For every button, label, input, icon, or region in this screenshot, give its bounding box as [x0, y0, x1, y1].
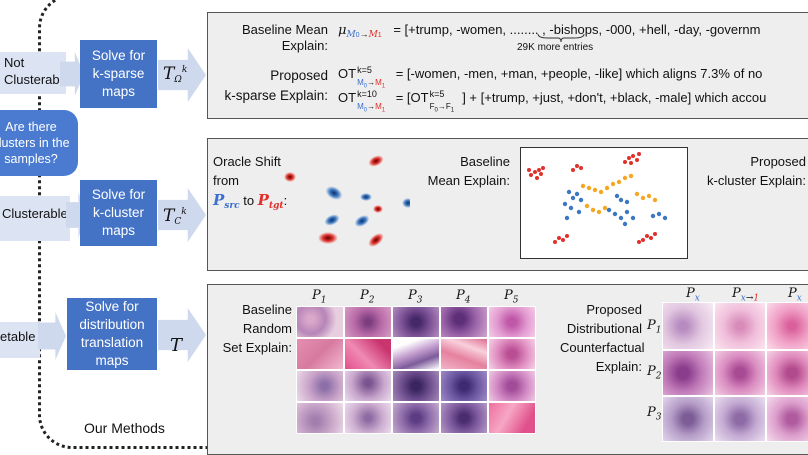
k-sparse-method-text: Solve for k-sparse maps [91, 48, 146, 99]
distribution-translation-method-box: Solve for distribution translation maps [67, 298, 157, 370]
scatter-points [527, 152, 668, 244]
t-c-k-symbol: TCk [163, 206, 187, 227]
right-row-label-p3: P3 [647, 405, 662, 423]
tissue-tile [662, 350, 714, 396]
baseline-mean-equation: μM0→M1 = [+trump, -women, ........ , -bi… [338, 22, 761, 40]
col-header-p4: P4 [456, 288, 471, 306]
tissue-tile [488, 370, 536, 402]
proposed-k-sparse-label: Proposed k-sparse Explain: [224, 68, 328, 103]
cluster-question-node: Are there clusters in the samples? [0, 110, 78, 176]
tissue-tile [662, 302, 714, 350]
baseline-mean-explain-label: Baseline Mean Explain: [242, 22, 328, 53]
tissue-tile [344, 402, 392, 434]
right-col-header-px-2: Px [788, 286, 802, 304]
counterfactual-tissue-grid [662, 302, 808, 452]
tissue-tile [766, 302, 808, 350]
tissue-tile [440, 306, 488, 338]
tissue-tile [344, 306, 392, 338]
cluster-question-text: Are there clusters in the samples? [0, 120, 70, 166]
translatable-label: etable [0, 322, 40, 358]
col-header-p2: P2 [360, 288, 375, 306]
right-row-label-p2: P2 [647, 364, 662, 382]
clusterable-label: Clusterable [0, 196, 70, 241]
k-cluster-method-text: Solve for k-cluster maps [91, 187, 146, 238]
tissue-tile [662, 396, 714, 442]
col-header-p1: P1 [312, 288, 327, 306]
tissue-tile [440, 370, 488, 402]
distribution-translation-method-text: Solve for distribution translation maps [79, 299, 145, 368]
tissue-tile [488, 306, 536, 338]
tissue-tile [488, 338, 536, 370]
more-entries-brace [537, 33, 585, 43]
t-symbol: T [170, 335, 183, 356]
tissue-tile [392, 370, 440, 402]
tissue-tile [440, 402, 488, 434]
right-col-header-px: Px [686, 286, 700, 304]
tissue-tile [392, 338, 440, 370]
t-omega-k-symbol: TΩk [163, 64, 188, 85]
not-clusterable-label: Not Clusterable [0, 52, 70, 94]
proposed-k-cluster-label: Proposed k-cluster Explain: [707, 154, 806, 188]
oracle-shift-distributions: Psrc to Ptgt: [213, 191, 288, 211]
tissue-tile [344, 338, 392, 370]
proposed-distributional-label: Proposed Distributional Counterfactual E… [560, 302, 645, 374]
tissue-tile [440, 338, 488, 370]
oracle-shift-title: Oracle Shift from [213, 154, 281, 188]
tissue-tile [714, 396, 766, 442]
k-cluster-explain-panel [207, 138, 808, 271]
tissue-tile [296, 306, 344, 338]
col-header-p5: P5 [504, 288, 519, 306]
k-cluster-method-box: Solve for k-cluster maps [80, 180, 157, 246]
baseline-mean-scatter-plot [520, 147, 688, 259]
tissue-tile [488, 402, 536, 434]
our-methods-caption: Our Methods [84, 420, 165, 436]
tissue-tile [392, 402, 440, 434]
tissue-tile [766, 396, 808, 442]
tissue-tile [296, 338, 344, 370]
right-col-header-px-to-1: Px→1 [732, 286, 760, 304]
tissue-tile [296, 402, 344, 434]
tissue-tile [344, 370, 392, 402]
baseline-mean-explain-label-2: Baseline Mean Explain: [427, 154, 510, 188]
k-sparse-method-box: Solve for k-sparse maps [80, 40, 157, 108]
baseline-random-set-label: Baseline Random Set Explain: [222, 302, 292, 355]
tissue-tile [392, 306, 440, 338]
tissue-tile [714, 302, 766, 350]
tissue-tile [296, 370, 344, 402]
k-sparse-explain-panel [207, 12, 808, 119]
tissue-tile [714, 350, 766, 396]
oracle-shift-gaussians [284, 155, 410, 247]
baseline-tissue-grid [296, 306, 542, 436]
more-entries-note: 29K more entries [517, 42, 594, 53]
tissue-tile [766, 350, 808, 396]
col-header-p3: P3 [408, 288, 423, 306]
right-row-label-p1: P1 [647, 318, 662, 336]
